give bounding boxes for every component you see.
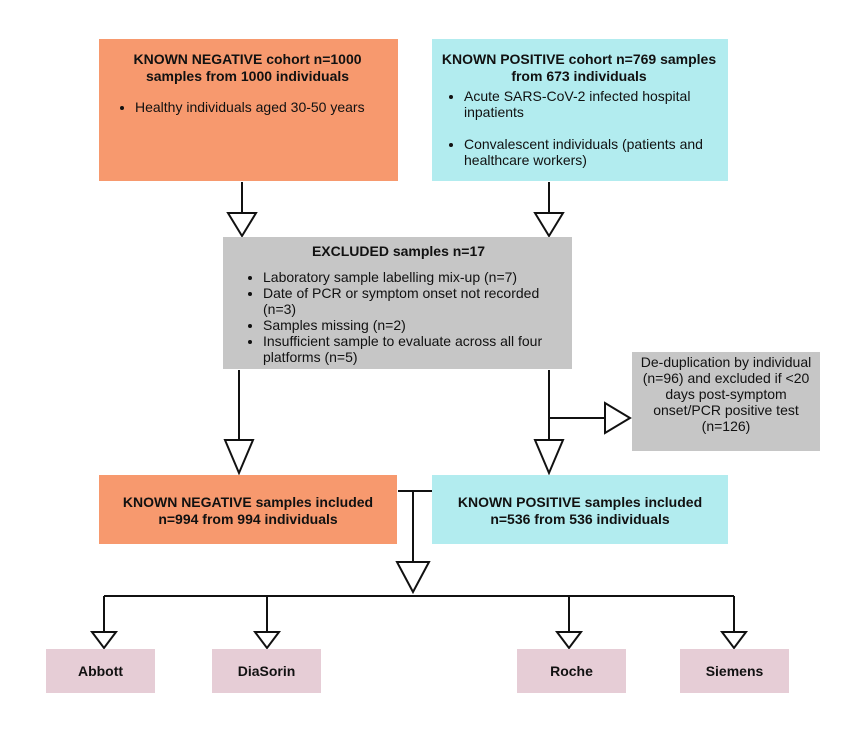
arrow-head bbox=[90, 631, 118, 650]
list-item: Laboratory sample labelling mix-up (n=7) bbox=[263, 269, 562, 285]
positive-included-box: KNOWN POSITIVE samples included n=536 fr… bbox=[432, 475, 728, 544]
negative-included-box: KNOWN NEGATIVE samples included n=994 fr… bbox=[99, 475, 397, 544]
platform-label: Abbott bbox=[77, 663, 124, 679]
dedup-text: De-duplication by individual (n=96) and … bbox=[640, 354, 812, 434]
arrow-head bbox=[720, 631, 748, 650]
platform-label: DiaSorin bbox=[237, 663, 296, 679]
arrow-head bbox=[604, 401, 632, 435]
excluded-box: EXCLUDED samples n=17 Laboratory sample … bbox=[223, 237, 572, 369]
list-item: Healthy individuals aged 30-50 years bbox=[135, 99, 386, 115]
negative-cohort-box: KNOWN NEGATIVE cohort n=1000 samples fro… bbox=[99, 39, 398, 181]
list-item: Date of PCR or symptom onset not recorde… bbox=[263, 285, 562, 317]
arrow-head bbox=[223, 439, 255, 476]
positive-cohort-bullets: Acute SARS-CoV-2 infected hospital inpat… bbox=[438, 88, 720, 168]
list-item: Samples missing (n=2) bbox=[263, 317, 562, 333]
negative-cohort-title: KNOWN NEGATIVE cohort n=1000 samples fro… bbox=[133, 51, 362, 84]
platform-label: Siemens bbox=[705, 663, 764, 679]
arrow-head bbox=[555, 631, 583, 650]
excluded-bullets: Laboratory sample labelling mix-up (n=7)… bbox=[235, 269, 562, 365]
list-item: Insufficient sample to evaluate across a… bbox=[263, 333, 562, 365]
positive-cohort-title: KNOWN POSITIVE cohort n=769 samples from… bbox=[441, 51, 717, 84]
platform-diasorin: DiaSorin bbox=[212, 649, 321, 693]
positive-included-title: KNOWN POSITIVE samples included n=536 fr… bbox=[457, 494, 703, 527]
platform-abbott: Abbott bbox=[46, 649, 155, 693]
positive-cohort-box: KNOWN POSITIVE cohort n=769 samples from… bbox=[432, 39, 728, 181]
arrow-head bbox=[226, 212, 258, 238]
list-item: Acute SARS-CoV-2 infected hospital inpat… bbox=[464, 88, 720, 120]
arrow-head bbox=[533, 212, 565, 238]
platform-siemens: Siemens bbox=[680, 649, 789, 693]
arrow-head bbox=[533, 439, 565, 476]
excluded-title: EXCLUDED samples n=17 bbox=[311, 243, 486, 259]
arrow-head bbox=[395, 561, 431, 595]
arrow-head bbox=[253, 631, 281, 650]
list-item: Convalescent individuals (patients and h… bbox=[464, 136, 720, 168]
dedup-box: De-duplication by individual (n=96) and … bbox=[632, 352, 820, 451]
platform-label: Roche bbox=[550, 663, 593, 679]
platform-roche: Roche bbox=[517, 649, 626, 693]
negative-included-title: KNOWN NEGATIVE samples included n=994 fr… bbox=[122, 494, 374, 527]
negative-cohort-bullets: Healthy individuals aged 30-50 years bbox=[109, 99, 386, 115]
